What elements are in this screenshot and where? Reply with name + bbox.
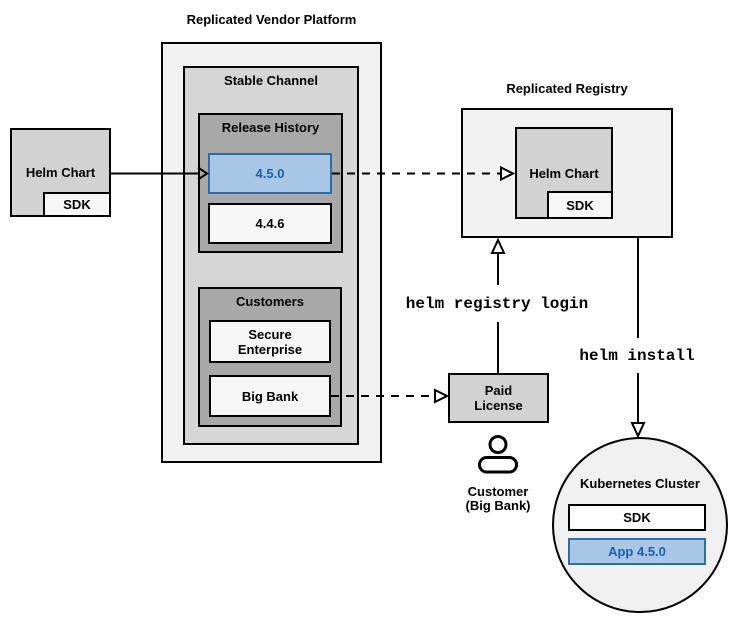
person-icon (478, 435, 518, 474)
customer-actor-caption: Customer (Big Bank) (448, 485, 548, 513)
registry-title: Replicated Registry (506, 81, 628, 96)
release-version-4-4-6: 4.4.6 (208, 203, 332, 244)
command-helm-install: helm install (579, 347, 695, 365)
release-history-label: Release History (221, 120, 320, 135)
paid-license-label: Paid License (474, 383, 523, 413)
customer-secure-enterprise-label: Secure Enterprise (237, 326, 303, 357)
customer-actor-line1: Customer (467, 484, 529, 499)
kubernetes-cluster-label: Kubernetes Cluster (580, 476, 700, 491)
release-version-4-5-0: 4.5.0 (208, 153, 332, 194)
customers-label: Customers (236, 294, 304, 309)
customer-secure-enterprise-box: Secure Enterprise (209, 320, 331, 363)
paid-license-box: Paid License (448, 373, 549, 423)
stable-channel-label: Stable Channel (224, 73, 318, 88)
cluster-app-box: App 4.5.0 (568, 538, 706, 565)
command-helm-registry-login: helm registry login (405, 295, 589, 313)
vendor-platform-title: Replicated Vendor Platform (186, 12, 357, 27)
customer-actor-line2: (Big Bank) (465, 498, 531, 513)
customer-big-bank-box: Big Bank (209, 375, 331, 417)
registry-sdk-box: SDK (547, 191, 613, 219)
helm-chart-source-sdk-box: SDK (43, 192, 111, 217)
arrow-registry-to-cluster (630, 238, 646, 439)
cluster-sdk-box: SDK (568, 504, 706, 531)
